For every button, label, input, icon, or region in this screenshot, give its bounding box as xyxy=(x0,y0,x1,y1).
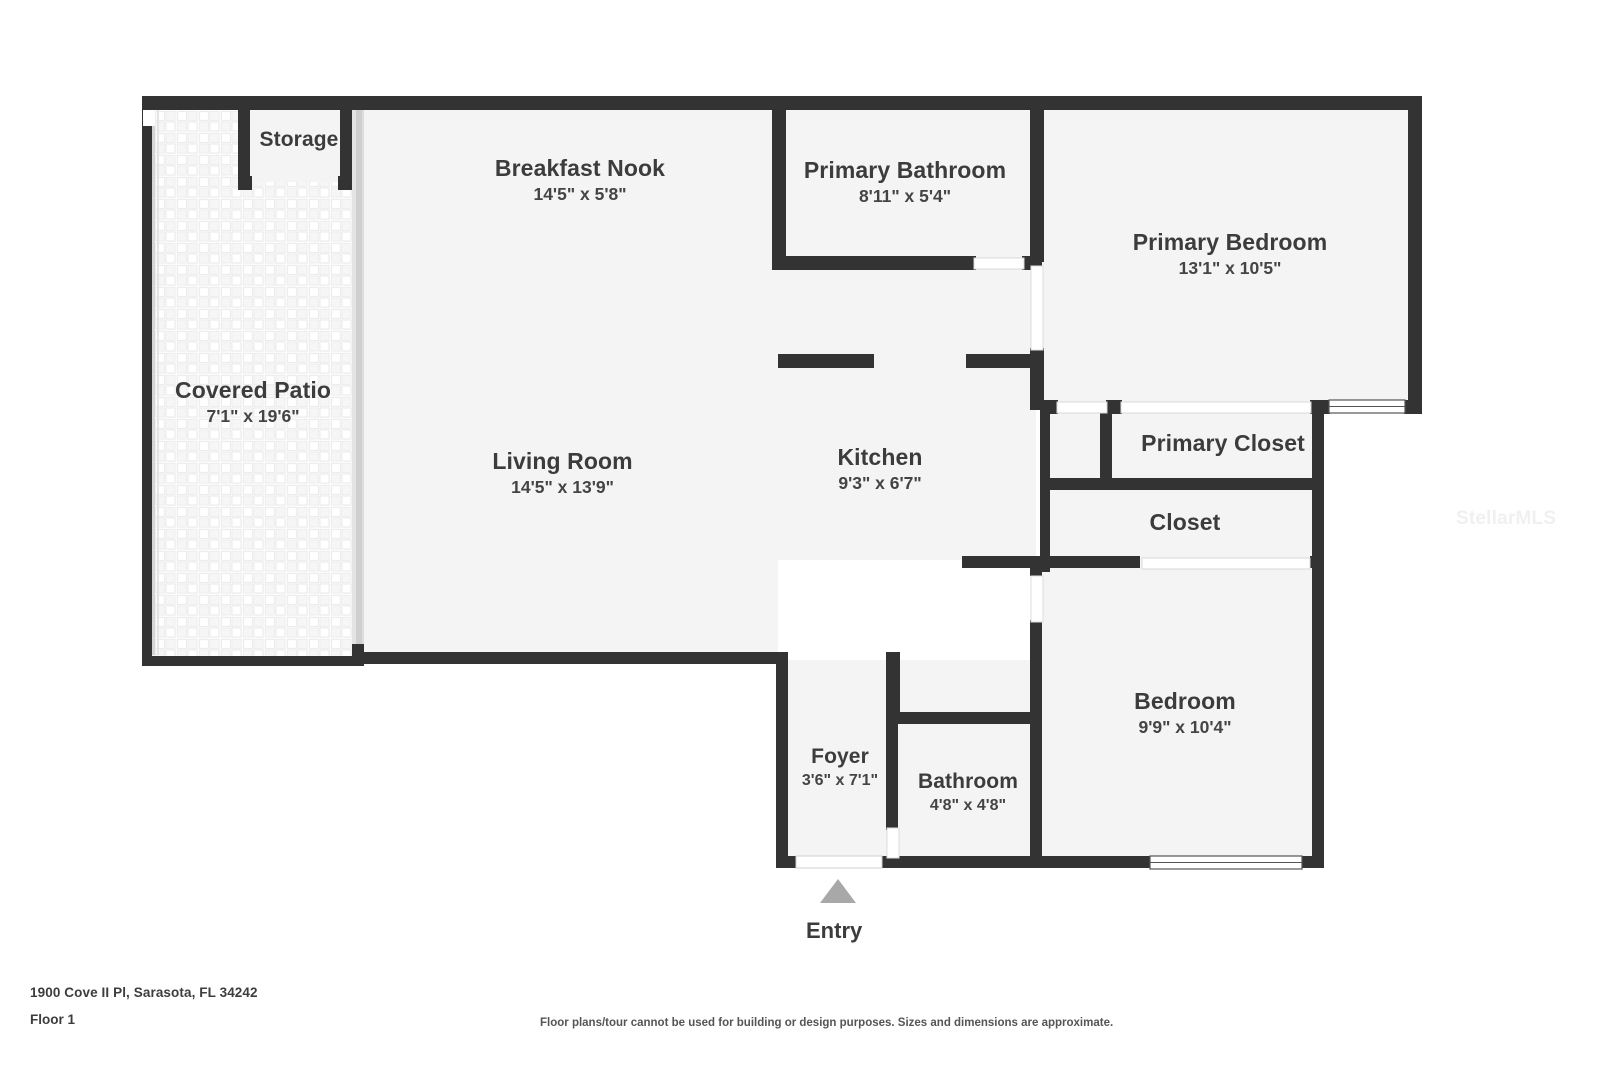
wall-hall-left xyxy=(1030,556,1042,576)
wall-living-left xyxy=(356,104,364,660)
wall-bathroom-top-horiz xyxy=(898,712,1040,724)
wall-nook-bath-divider xyxy=(772,96,786,268)
wall-kitchen-upper-stub xyxy=(778,354,874,368)
door-linen-closet xyxy=(1056,401,1108,414)
wall-patio-bottom xyxy=(142,656,364,666)
room-fill-storage xyxy=(248,104,350,182)
room-fill-primary-bathroom xyxy=(780,104,1032,262)
wall-storage-bottom-right xyxy=(338,176,352,190)
door-primary-closet xyxy=(1120,401,1312,414)
room-fill-kitchen xyxy=(778,268,1036,560)
wall-patio-right xyxy=(352,110,362,666)
wall-storage-left xyxy=(238,104,250,188)
wall-bedroom-right xyxy=(1312,556,1324,868)
entry-arrow-icon xyxy=(820,879,856,903)
openings xyxy=(143,110,1406,870)
wall-closet-mid-horiz xyxy=(1040,478,1324,490)
wall-living-bottom xyxy=(360,652,788,664)
room-fill-closet xyxy=(1048,484,1322,562)
room-fill-primary-bedroom xyxy=(1040,104,1418,406)
room-fill-covered-patio xyxy=(150,100,358,666)
door-hall xyxy=(1030,575,1044,623)
wall-bathroom-right xyxy=(1030,652,1042,864)
door-entry xyxy=(795,855,883,869)
room-fill-primary-closet xyxy=(1110,406,1322,484)
window-primary-bedroom xyxy=(1328,399,1406,414)
wall-closet-divider-vert xyxy=(1100,406,1112,486)
wall-kitchen-right-stub xyxy=(966,354,1038,368)
wall-primary-bath-bottom xyxy=(772,256,976,270)
wall-exterior-left xyxy=(142,96,152,666)
wall-exterior-bottom-left xyxy=(776,856,798,868)
footer-floor-label: Floor 1 xyxy=(30,1012,76,1027)
room-fills xyxy=(150,100,1418,864)
footer-address: 1900 Cove II Pl, Sarasota, FL 34242 xyxy=(30,985,258,1000)
footer-disclaimer: Floor plans/tour cannot be used for buil… xyxy=(540,1017,1114,1029)
walls xyxy=(142,96,1422,868)
wall-kitchen-bottom xyxy=(962,556,1042,568)
window-bedroom xyxy=(1149,855,1303,870)
patio-screen-left2 xyxy=(157,110,159,655)
wall-storage-bottom-left xyxy=(238,176,252,190)
opening-patio-top xyxy=(143,110,155,126)
door-closet xyxy=(1141,557,1311,570)
watermark-stellar-mls: StellarMLS xyxy=(1456,508,1557,529)
wall-foyer-left xyxy=(776,652,788,868)
entry-label: Entry xyxy=(806,918,863,943)
door-bathroom xyxy=(886,827,900,859)
wall-closet-right xyxy=(1312,400,1324,572)
wall-storage-right xyxy=(340,104,352,188)
room-fill-linen-closet xyxy=(1048,406,1110,484)
room-fill-foyer xyxy=(784,660,888,864)
door-primary-bedroom xyxy=(1030,265,1044,351)
door-primary-bathroom xyxy=(973,257,1025,270)
patio-screen-left xyxy=(152,110,155,655)
room-fill-bathroom xyxy=(896,660,1036,864)
wall-exterior-bottom-right xyxy=(1042,856,1152,868)
wall-bathroom-top xyxy=(886,652,900,716)
room-fill-bedroom xyxy=(1040,562,1322,864)
room-fill-living-breakfast xyxy=(360,104,778,660)
wall-exterior-right-top xyxy=(1408,96,1422,414)
wall-closet-bottom xyxy=(1040,556,1140,568)
wall-exterior-bottom-mid xyxy=(880,856,1042,868)
wall-primary-bedroom-left-top xyxy=(1030,96,1044,262)
